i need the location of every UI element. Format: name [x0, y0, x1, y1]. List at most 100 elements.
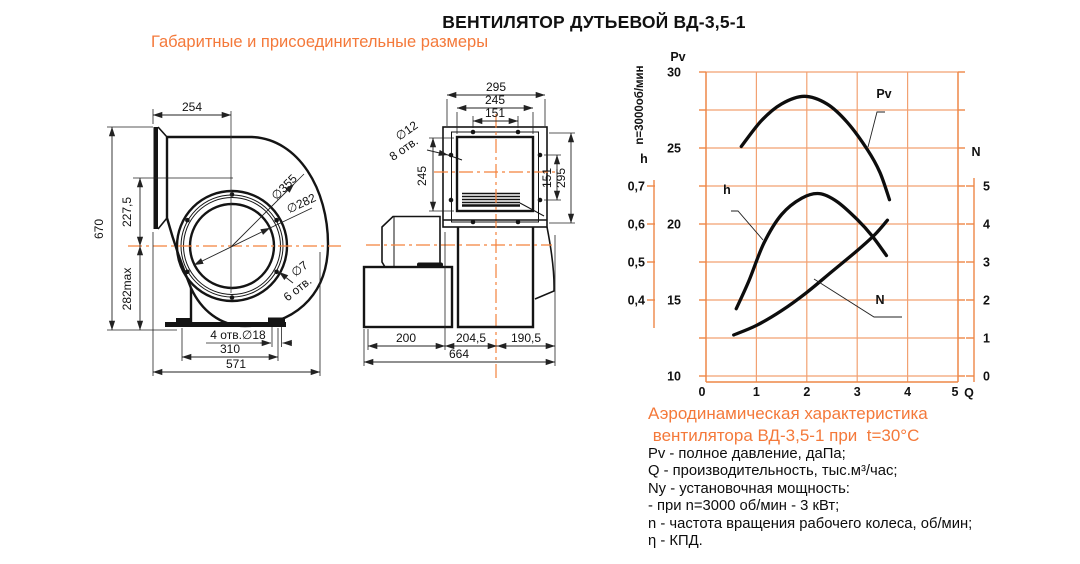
chart-grid [647, 71, 974, 383]
n-tick-label: 4 [983, 218, 990, 232]
dim-label: 151 [540, 168, 554, 188]
description-heading-line2: вентилятора ВД-3,5-1 при t=30°C [648, 425, 920, 445]
pv-curve-leader [867, 111, 885, 148]
pv-tick-label: 20 [667, 218, 681, 232]
q-tick-label: 5 [952, 385, 959, 399]
dim-200: 200 [367, 232, 446, 350]
dim-label: 295 [486, 80, 506, 94]
flange-mid-square [451, 131, 539, 223]
dim-label: 190,5 [511, 331, 541, 345]
h-tick-label: 0,7 [628, 180, 645, 194]
n-curve-label: N [875, 293, 884, 307]
dim-295-right: 295 [549, 132, 575, 224]
dim-label: 670 [92, 219, 106, 239]
page-title: ВЕНТИЛЯТОР ДУТЬЕВОЙ ВД-3,5-1 [442, 12, 746, 32]
dim-190-5: 190,5 [496, 235, 556, 366]
dim-282max: 282max [120, 245, 144, 331]
dim-label: 151 [485, 106, 505, 120]
q-tick-label: 2 [803, 385, 810, 399]
left-view-drawing: 254 670 227,5 282max 4 отв.∅18 [92, 100, 341, 376]
n-curve-leader [813, 278, 902, 318]
flange-slant-bottom [157, 217, 168, 230]
dim-310: 310 [181, 328, 279, 361]
dim-204-5: 204,5 [444, 331, 498, 350]
dim-245-top: 245 [456, 93, 534, 134]
q-tick-label: 0 [699, 385, 706, 399]
h-curve-label: h [723, 183, 731, 197]
q-axis-title: Q [964, 386, 974, 400]
chart-curves [732, 94, 892, 337]
dim-label: ∅282 [285, 190, 319, 216]
curve-pv [739, 94, 892, 202]
dim-label: 204,5 [456, 331, 486, 345]
n-tick-label: 5 [983, 180, 990, 194]
flange-bolt-holes [448, 129, 543, 225]
pv-tick-label: 30 [667, 66, 681, 80]
dim-label: 245 [485, 93, 505, 107]
flange-outer-square [442, 126, 548, 228]
description-line: - при n=3000 об/мин - 3 кВт; [648, 498, 840, 515]
n-tick-label: 1 [983, 332, 990, 346]
pv-tick-label: 10 [667, 370, 681, 384]
h-tick-label: 0,6 [628, 218, 645, 232]
description-line: Pv - полное давление, даПа; [648, 446, 846, 462]
dim-label: 245 [415, 166, 429, 186]
pv-tick-label: 15 [667, 294, 681, 308]
dim-245-left: 245 [415, 137, 454, 212]
dim-holes-4-18: 4 отв.∅18 [206, 327, 292, 347]
n-tick-label: 3 [983, 256, 990, 270]
scroll-bulge [534, 226, 555, 300]
description-line: Ny - установочная мощность: [648, 480, 850, 497]
page-subtitle: Габаритные и присоединительные размеры [151, 33, 489, 51]
dim-151-top: 151 [472, 106, 519, 128]
h-tick-label: 0,4 [628, 294, 645, 308]
h-axis-title: h [640, 152, 648, 166]
chart-tick-labels: 10 15 20 25 30 0,4 0,5 0,6 0,7 0 1 2 3 4 5 0 1 2 3 4 5 [628, 66, 990, 400]
middle-view-drawing: 295 245 151 ∅12 8 отв. [362, 80, 575, 380]
scroll-outline [167, 135, 330, 328]
description-line: n - частота вращения рабочего колеса, об… [648, 515, 973, 532]
dim-label: 4 отв.∅18 [210, 328, 266, 342]
dim-664: 664 [363, 329, 556, 366]
dim-label: 254 [182, 100, 202, 114]
dim-254: 254 [152, 100, 232, 124]
dim-571: 571 [152, 232, 321, 376]
description-heading-line1: Аэродинамическая характеристика [648, 404, 928, 423]
motor-body [381, 215, 441, 268]
n-tick-label: 0 [983, 370, 990, 384]
dim-label: 295 [554, 168, 568, 188]
base-foot-left [176, 318, 191, 323]
description-block: Аэродинамическая характеристика вентилят… [648, 403, 1073, 550]
dim-670: 670 [92, 126, 177, 331]
h-tick-label: 0,5 [628, 256, 645, 270]
dim-227-5: 227,5 [120, 177, 233, 247]
dim-label: 571 [226, 357, 246, 371]
q-tick-label: 3 [854, 385, 861, 399]
n-axis-title: N [971, 145, 980, 159]
h-curve-leader [731, 210, 764, 241]
q-tick-label: 1 [753, 385, 760, 399]
pv-tick-label: 25 [667, 142, 681, 156]
damper-louvers [462, 192, 520, 204]
dim-label: 310 [220, 342, 240, 356]
n-tick-label: 2 [983, 294, 990, 308]
base-foot-right [268, 317, 285, 323]
flange-slant-top [157, 126, 168, 138]
damper-leader [519, 202, 545, 217]
pv-axis-title: Pv [670, 50, 685, 64]
dim-label: 200 [396, 331, 416, 345]
description-line: Q - производительность, тыс.м³/час; [648, 463, 898, 480]
housing-box [456, 227, 535, 329]
speed-annotation: n=3000об/мин [634, 65, 646, 144]
support-base [362, 265, 454, 329]
pv-curve-label: Pv [876, 87, 891, 101]
flange-opening [455, 135, 535, 213]
dim-151-right: 151 [540, 154, 561, 201]
curve-h [734, 191, 889, 311]
q-tick-label: 4 [904, 385, 911, 399]
base-bar [165, 322, 286, 327]
dim-label: 227,5 [120, 197, 134, 227]
